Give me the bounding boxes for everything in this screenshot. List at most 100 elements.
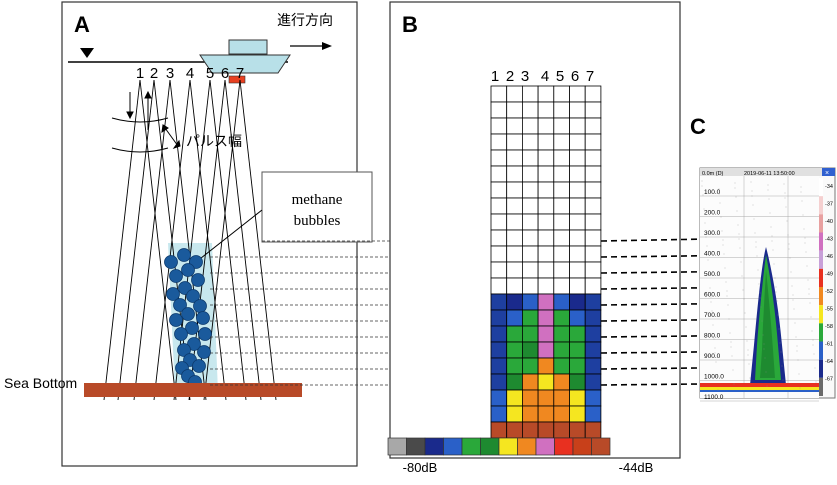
noise-dot bbox=[760, 306, 762, 308]
bubble bbox=[196, 311, 210, 325]
noise-dot bbox=[806, 265, 808, 267]
noise-dot bbox=[792, 294, 794, 296]
noise-dot bbox=[708, 273, 710, 275]
grid-cell bbox=[569, 181, 586, 199]
noise-dot bbox=[751, 195, 753, 197]
noise-dot bbox=[809, 302, 811, 304]
grid-cell bbox=[537, 117, 555, 135]
noise-dot bbox=[779, 342, 781, 344]
noise-dot bbox=[739, 247, 741, 249]
grid-cell bbox=[569, 341, 586, 359]
grid-cell bbox=[584, 85, 602, 103]
grid-cell bbox=[490, 341, 508, 359]
echogram-seafloor bbox=[700, 383, 819, 387]
grid-cell bbox=[490, 325, 508, 343]
beam-line-right bbox=[189, 79, 227, 401]
echogram-plot: 100.0200.0300.0400.0500.0600.0700.0800.0… bbox=[700, 176, 819, 402]
bubble bbox=[192, 359, 206, 373]
noise-dot bbox=[788, 248, 790, 250]
grid-cell bbox=[522, 181, 539, 199]
grid-cell bbox=[584, 229, 602, 247]
noise-dot bbox=[792, 299, 794, 301]
noise-dot bbox=[711, 310, 713, 312]
grid-cell bbox=[553, 405, 570, 423]
bubble bbox=[185, 321, 199, 335]
grid-cell bbox=[584, 213, 602, 231]
grid-cell bbox=[522, 117, 539, 135]
noise-dot bbox=[795, 336, 797, 338]
grid-cell bbox=[553, 341, 570, 359]
grid-cell bbox=[584, 133, 602, 151]
panel-a-label: A bbox=[74, 12, 90, 37]
noise-dot bbox=[813, 353, 815, 355]
noise-dot bbox=[801, 200, 803, 202]
beam-number: 4 bbox=[541, 68, 549, 85]
grid-cell bbox=[584, 277, 602, 295]
echogram-depth-label: 400.0 bbox=[704, 251, 721, 258]
noise-dot bbox=[756, 255, 758, 257]
grid-cell bbox=[569, 405, 586, 423]
noise-dot bbox=[712, 324, 714, 326]
noise-dot bbox=[787, 234, 789, 236]
close-icon[interactable]: × bbox=[825, 170, 829, 177]
beam-line-left bbox=[133, 79, 171, 401]
grid-cell bbox=[537, 325, 555, 343]
grid-cell bbox=[537, 229, 555, 247]
grid-cell bbox=[506, 277, 523, 295]
sea-bottom-label: Sea Bottom bbox=[4, 375, 77, 391]
beam-number: 3 bbox=[166, 65, 174, 82]
grid-cell bbox=[506, 309, 523, 327]
noise-dot bbox=[767, 184, 769, 186]
noise-dot bbox=[763, 348, 765, 350]
scale-segment bbox=[819, 214, 823, 233]
grid-cell bbox=[537, 277, 555, 295]
beam-number: 6 bbox=[221, 65, 229, 82]
grid-cell bbox=[522, 405, 539, 423]
noise-dot bbox=[773, 263, 775, 265]
noise-dot bbox=[738, 233, 740, 235]
noise-dot bbox=[771, 240, 773, 242]
grid-cell bbox=[490, 85, 508, 103]
grid-cell bbox=[569, 229, 586, 247]
noise-dot bbox=[755, 246, 757, 248]
beam-grid bbox=[490, 85, 602, 439]
noise-dot bbox=[726, 290, 728, 292]
bubble bbox=[177, 248, 191, 262]
grid-cell bbox=[553, 293, 570, 311]
noise-dot bbox=[811, 330, 813, 332]
grid-cell bbox=[506, 181, 523, 199]
noise-dot bbox=[778, 328, 780, 330]
scale-segment bbox=[819, 232, 823, 251]
noise-dot bbox=[763, 343, 765, 345]
echogram-depth-label: 1100.0 bbox=[704, 394, 724, 401]
noise-dot bbox=[786, 220, 788, 222]
noise-dot bbox=[764, 357, 766, 359]
grid-cell bbox=[584, 405, 602, 423]
water-level-marker bbox=[80, 48, 94, 58]
noise-dot bbox=[794, 322, 796, 324]
scale-segment bbox=[819, 323, 823, 342]
noise-dot bbox=[797, 359, 799, 361]
grid-cell bbox=[522, 149, 539, 167]
noise-dot bbox=[777, 314, 779, 316]
grid-cell bbox=[490, 165, 508, 183]
grid-cell bbox=[569, 373, 586, 391]
noise-dot bbox=[775, 286, 777, 288]
beam-line-right bbox=[224, 79, 262, 401]
grid-cell bbox=[522, 197, 539, 215]
direction-arrow-head bbox=[322, 42, 332, 50]
noise-dot bbox=[718, 193, 720, 195]
bubble bbox=[177, 343, 191, 357]
noise-dot bbox=[759, 292, 761, 294]
grid-cell bbox=[537, 85, 555, 103]
grid-cell bbox=[522, 357, 539, 375]
grid-cell bbox=[522, 133, 539, 151]
echogram-close-button[interactable] bbox=[822, 168, 835, 176]
grid-cell bbox=[490, 213, 508, 231]
scale-label: -46 bbox=[825, 254, 833, 260]
noise-dot bbox=[799, 387, 801, 389]
grid-cell bbox=[522, 85, 539, 103]
noise-dot bbox=[738, 238, 740, 240]
noise-dot bbox=[770, 226, 772, 228]
